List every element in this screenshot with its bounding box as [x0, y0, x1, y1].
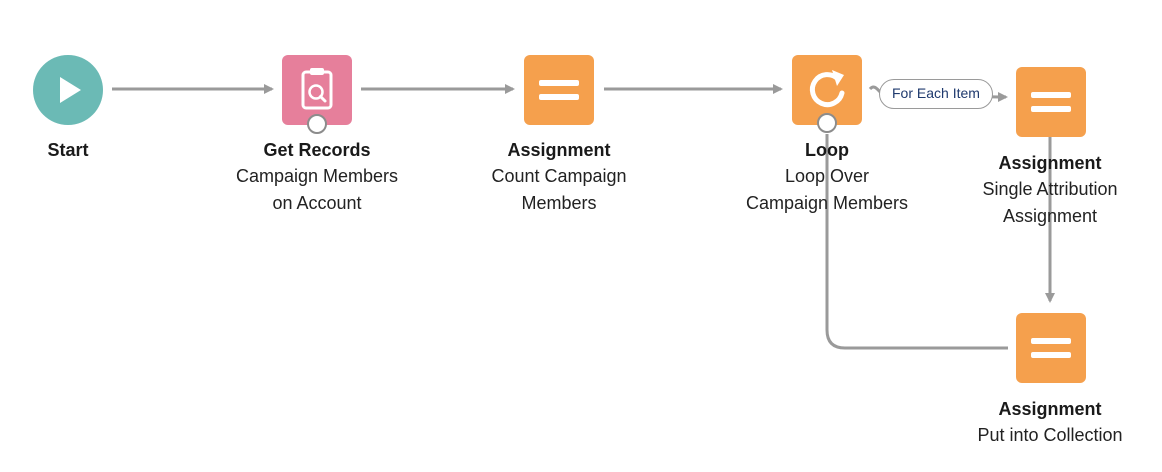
for-each-item-badge[interactable]: For Each Item [879, 79, 993, 109]
count-assignment-desc: Count Campaign Members [491, 166, 627, 213]
clipboard-search-icon [282, 55, 352, 134]
equals-icon [1016, 313, 1086, 383]
start-node[interactable] [33, 55, 103, 125]
get-records-node[interactable] [282, 55, 352, 134]
loop-type: Loop [805, 140, 849, 160]
get-records-label: Get Records Campaign Members on Account [217, 137, 417, 217]
collection-assignment-type: Assignment [998, 399, 1102, 419]
count-assignment-label: Assignment Count Campaign Members [459, 137, 659, 217]
single-assignment-type: Assignment [998, 153, 1102, 173]
loop-node[interactable] [792, 55, 862, 133]
loop-label: Loop Loop Over Campaign Members [717, 137, 937, 217]
get-records-type: Get Records [263, 140, 371, 160]
loop-desc: Loop Over Campaign Members [745, 166, 909, 213]
collection-assignment-label: Assignment Put into Collection [940, 396, 1160, 449]
start-node-label: Start [18, 137, 118, 163]
equals-icon [1016, 67, 1086, 137]
single-assignment-desc: Single Attribution Assignment [982, 179, 1118, 226]
play-icon [33, 55, 103, 125]
single-assignment-label: Assignment Single Attribution Assignment [950, 150, 1150, 230]
single-assignment-node[interactable] [1016, 67, 1086, 137]
count-assignment-type: Assignment [507, 140, 611, 160]
connector-collection-back-to-loop[interactable] [825, 134, 1008, 350]
count-assignment-node[interactable] [524, 55, 594, 125]
collection-assignment-desc: Put into Collection [977, 425, 1123, 445]
loop-arrow-icon [792, 55, 862, 133]
start-type: Start [47, 140, 89, 160]
get-records-desc: Campaign Members on Account [235, 166, 399, 213]
equals-icon [524, 55, 594, 125]
collection-assignment-node[interactable] [1016, 313, 1086, 383]
